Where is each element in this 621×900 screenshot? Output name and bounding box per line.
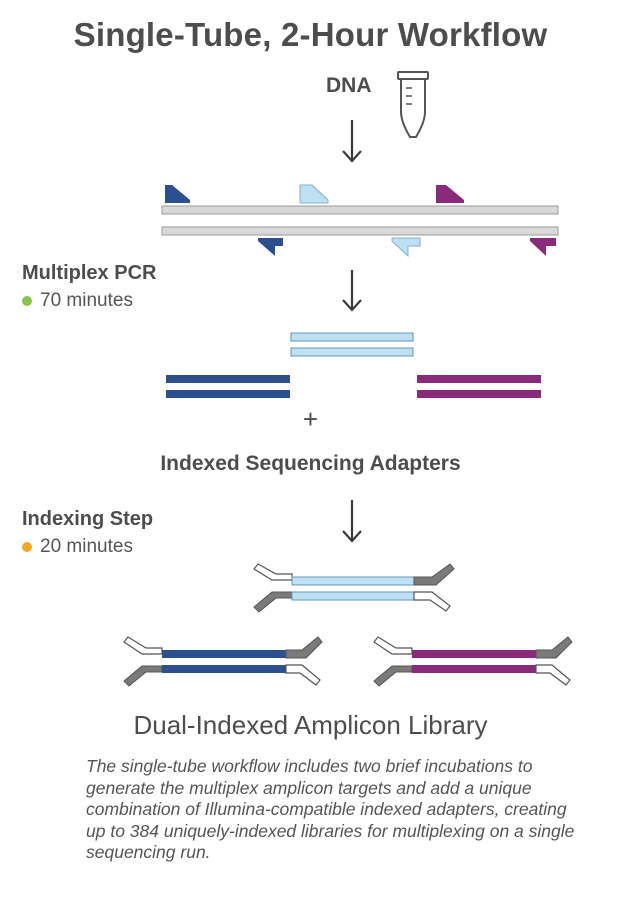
status-dot-orange [22, 542, 32, 552]
plus-sign: + [302, 404, 319, 434]
dna-top-strand [161, 205, 559, 215]
amplicon-dark-blue [166, 375, 290, 398]
library-light-blue [253, 563, 455, 613]
step-time-indexing: 20 minutes [22, 536, 133, 558]
adapters-label: Indexed Sequencing Adapters [160, 452, 461, 475]
dna-label: DNA [326, 74, 372, 97]
dna-double-strand [161, 205, 559, 236]
step-label-multiplex-pcr: Multiplex PCR [22, 262, 157, 284]
library-label: Dual-Indexed Amplicon Library [133, 710, 488, 740]
status-dot-green [22, 296, 32, 306]
tube-icon [397, 71, 429, 138]
primer-reverse-purple [530, 238, 556, 256]
primer-forward-light-blue [299, 184, 329, 204]
arrow-down-icon [342, 120, 362, 163]
library-purple [373, 636, 573, 687]
primer-reverse-dark-blue [258, 238, 283, 256]
step-time-text: 70 minutes [40, 290, 133, 311]
step-time-text: 20 minutes [40, 536, 133, 557]
primer-reverse-light-blue [391, 237, 421, 258]
arrow-down-icon [342, 270, 362, 312]
caption-text: The single-tube workflow includes two br… [86, 756, 575, 862]
dna-bottom-strand [161, 226, 559, 236]
library-dark-blue [123, 636, 323, 687]
primer-forward-purple [436, 185, 464, 203]
primer-forward-dark-blue [165, 185, 190, 203]
page-title: Single-Tube, 2-Hour Workflow [73, 16, 548, 53]
step-label-indexing: Indexing Step [22, 508, 154, 530]
step-time-multiplex-pcr: 70 minutes [22, 290, 133, 312]
arrow-down-icon [342, 500, 362, 543]
amplicon-light-blue [290, 332, 414, 357]
amplicon-purple [417, 375, 541, 398]
